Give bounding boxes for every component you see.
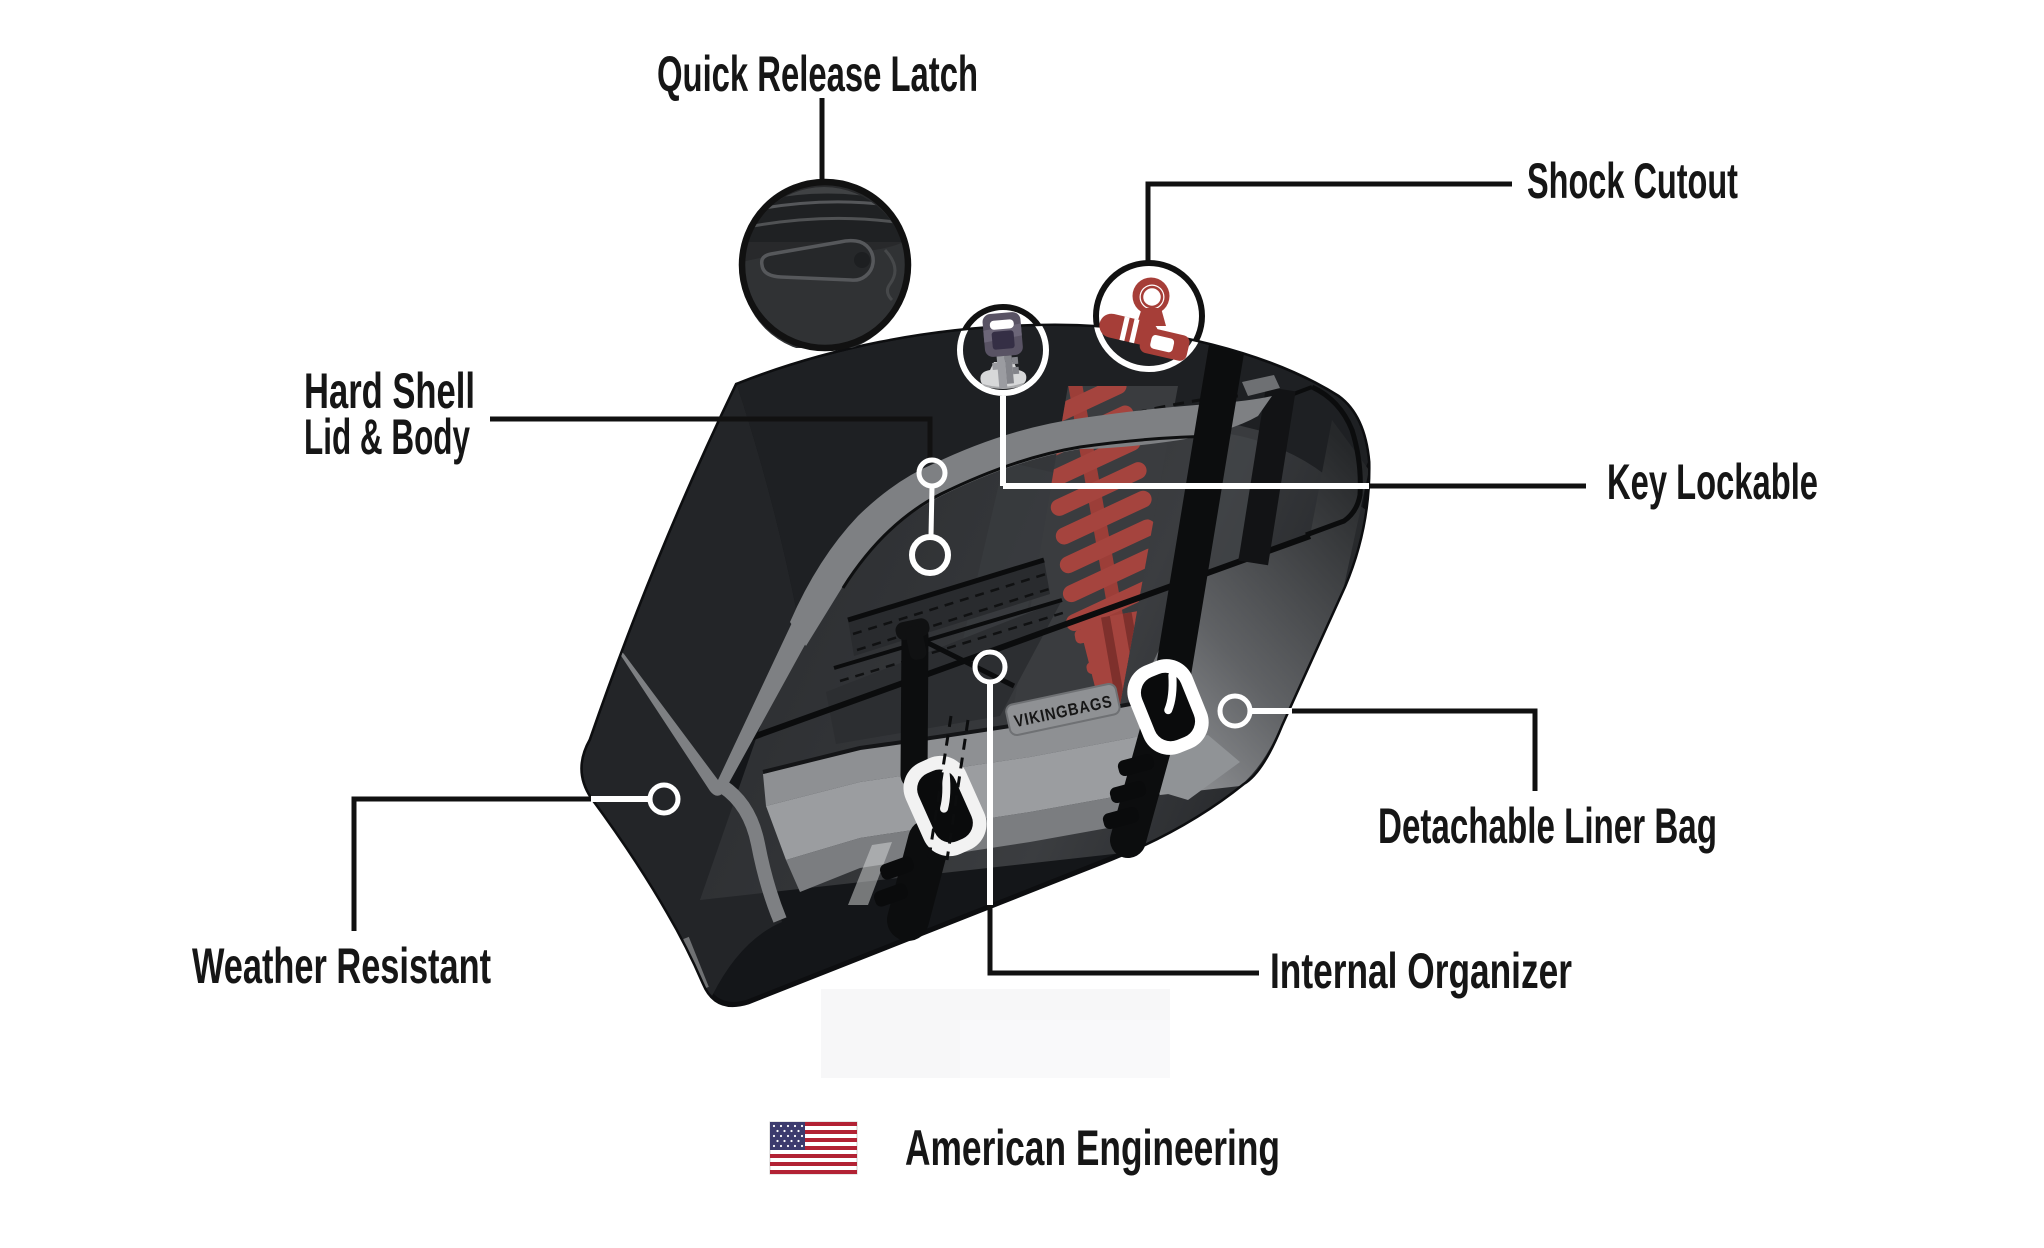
svg-text:Weather Resistant: Weather Resistant — [192, 938, 491, 994]
svg-text:Lid & Body: Lid & Body — [304, 409, 470, 465]
svg-text:Key Lockable: Key Lockable — [1607, 454, 1818, 510]
svg-text:Detachable Liner Bag: Detachable Liner Bag — [1378, 798, 1717, 854]
svg-text:Hard Shell: Hard Shell — [304, 363, 475, 419]
svg-text:American Engineering: American Engineering — [905, 1120, 1280, 1176]
svg-text:Internal Organizer: Internal Organizer — [1270, 943, 1572, 999]
svg-text:Quick Release Latch: Quick Release Latch — [657, 46, 978, 102]
svg-text:Shock Cutout: Shock Cutout — [1527, 153, 1738, 209]
